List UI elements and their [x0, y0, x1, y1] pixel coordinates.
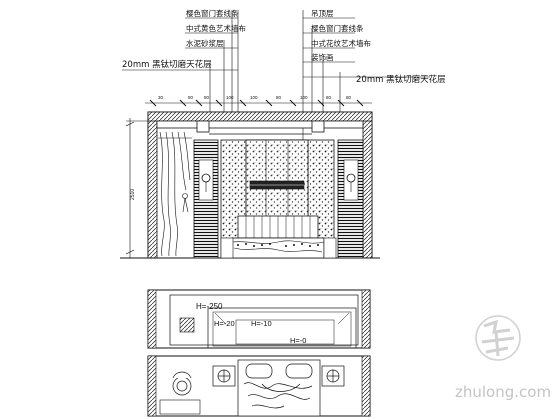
watermark-logo — [475, 315, 521, 361]
ceiling-dimension-chain — [145, 99, 372, 107]
callout-left-4: 20mm 黑钛切磨天花层 — [122, 59, 212, 70]
ceiling-plan: H=-250 H=-20 H=-10 H=-0 — [147, 289, 371, 349]
callout-right-5: 20mm 黑钛切磨天花层 — [356, 74, 446, 85]
left-nightstand — [220, 237, 234, 259]
watermark-text: zhulong.com — [455, 383, 551, 401]
callout-left-2: 中式黄色艺术墙布 — [186, 23, 246, 33]
svg-text:100: 100 — [250, 95, 258, 100]
column-block — [179, 317, 195, 333]
left-wall-section — [147, 111, 158, 259]
callout-right-2: 樱色窗门套线条 — [311, 23, 364, 33]
svg-text:30: 30 — [158, 95, 164, 100]
ceiling-dimension-numbers: 30 80 80 100 100 80 100 80 80 — [158, 95, 352, 100]
svg-text:100: 100 — [300, 95, 308, 100]
armchair — [172, 371, 192, 396]
callout-right-4: 装饰画 — [311, 52, 334, 62]
right-panel-column — [337, 139, 364, 259]
svg-text:80: 80 — [276, 95, 282, 100]
ceiling-drop — [156, 120, 364, 129]
right-nightstand — [323, 237, 337, 259]
elevation-room: 2510 — [120, 111, 380, 259]
callout-right-3: 中式花纹艺术墙布 — [311, 38, 371, 48]
height-dimension-label: 2510 — [130, 189, 136, 200]
left-wall-lamp — [201, 173, 211, 183]
height-dimension — [125, 118, 148, 258]
callouts-left: 樱色窗门套线条 中式黄色艺术墙布 水泥砂浆层 20mm 黑钛切磨天花层 — [122, 8, 246, 70]
callout-left-1: 樱色窗门套线条 — [186, 8, 239, 18]
left-lamp-plan — [212, 365, 236, 387]
level-center: H=-0 — [290, 336, 306, 345]
svg-text:80: 80 — [204, 95, 210, 100]
ceiling-slab-section — [147, 111, 373, 122]
svg-text:80: 80 — [326, 95, 332, 100]
curtain — [158, 131, 192, 257]
callout-left-3: 水泥砂浆层 — [186, 38, 224, 48]
right-lamp-plan — [321, 365, 345, 387]
svg-text:100: 100 — [226, 95, 234, 100]
right-wall-section — [362, 111, 373, 259]
bed-frame — [231, 237, 325, 259]
level-lower-right: H=-10 — [251, 319, 272, 328]
callout-right-1: 吊顶层 — [311, 9, 334, 18]
level-lower-left: H=-20 — [214, 319, 235, 328]
svg-text:80: 80 — [188, 95, 194, 100]
watermark: 筑 zhulong.com — [455, 315, 551, 401]
callouts-right: 吊顶层 樱色窗门套线条 中式花纹艺术墙布 装饰画 20mm 黑钛切磨天花层 — [311, 9, 446, 85]
left-panel-column — [193, 139, 219, 259]
level-upper: H=-250 — [196, 302, 223, 311]
bed — [220, 215, 337, 259]
svg-text:80: 80 — [346, 95, 352, 100]
feature-wall — [220, 139, 335, 259]
right-wall-lamp — [346, 173, 356, 183]
floor-plan — [147, 355, 371, 417]
bed-plan — [237, 359, 321, 417]
